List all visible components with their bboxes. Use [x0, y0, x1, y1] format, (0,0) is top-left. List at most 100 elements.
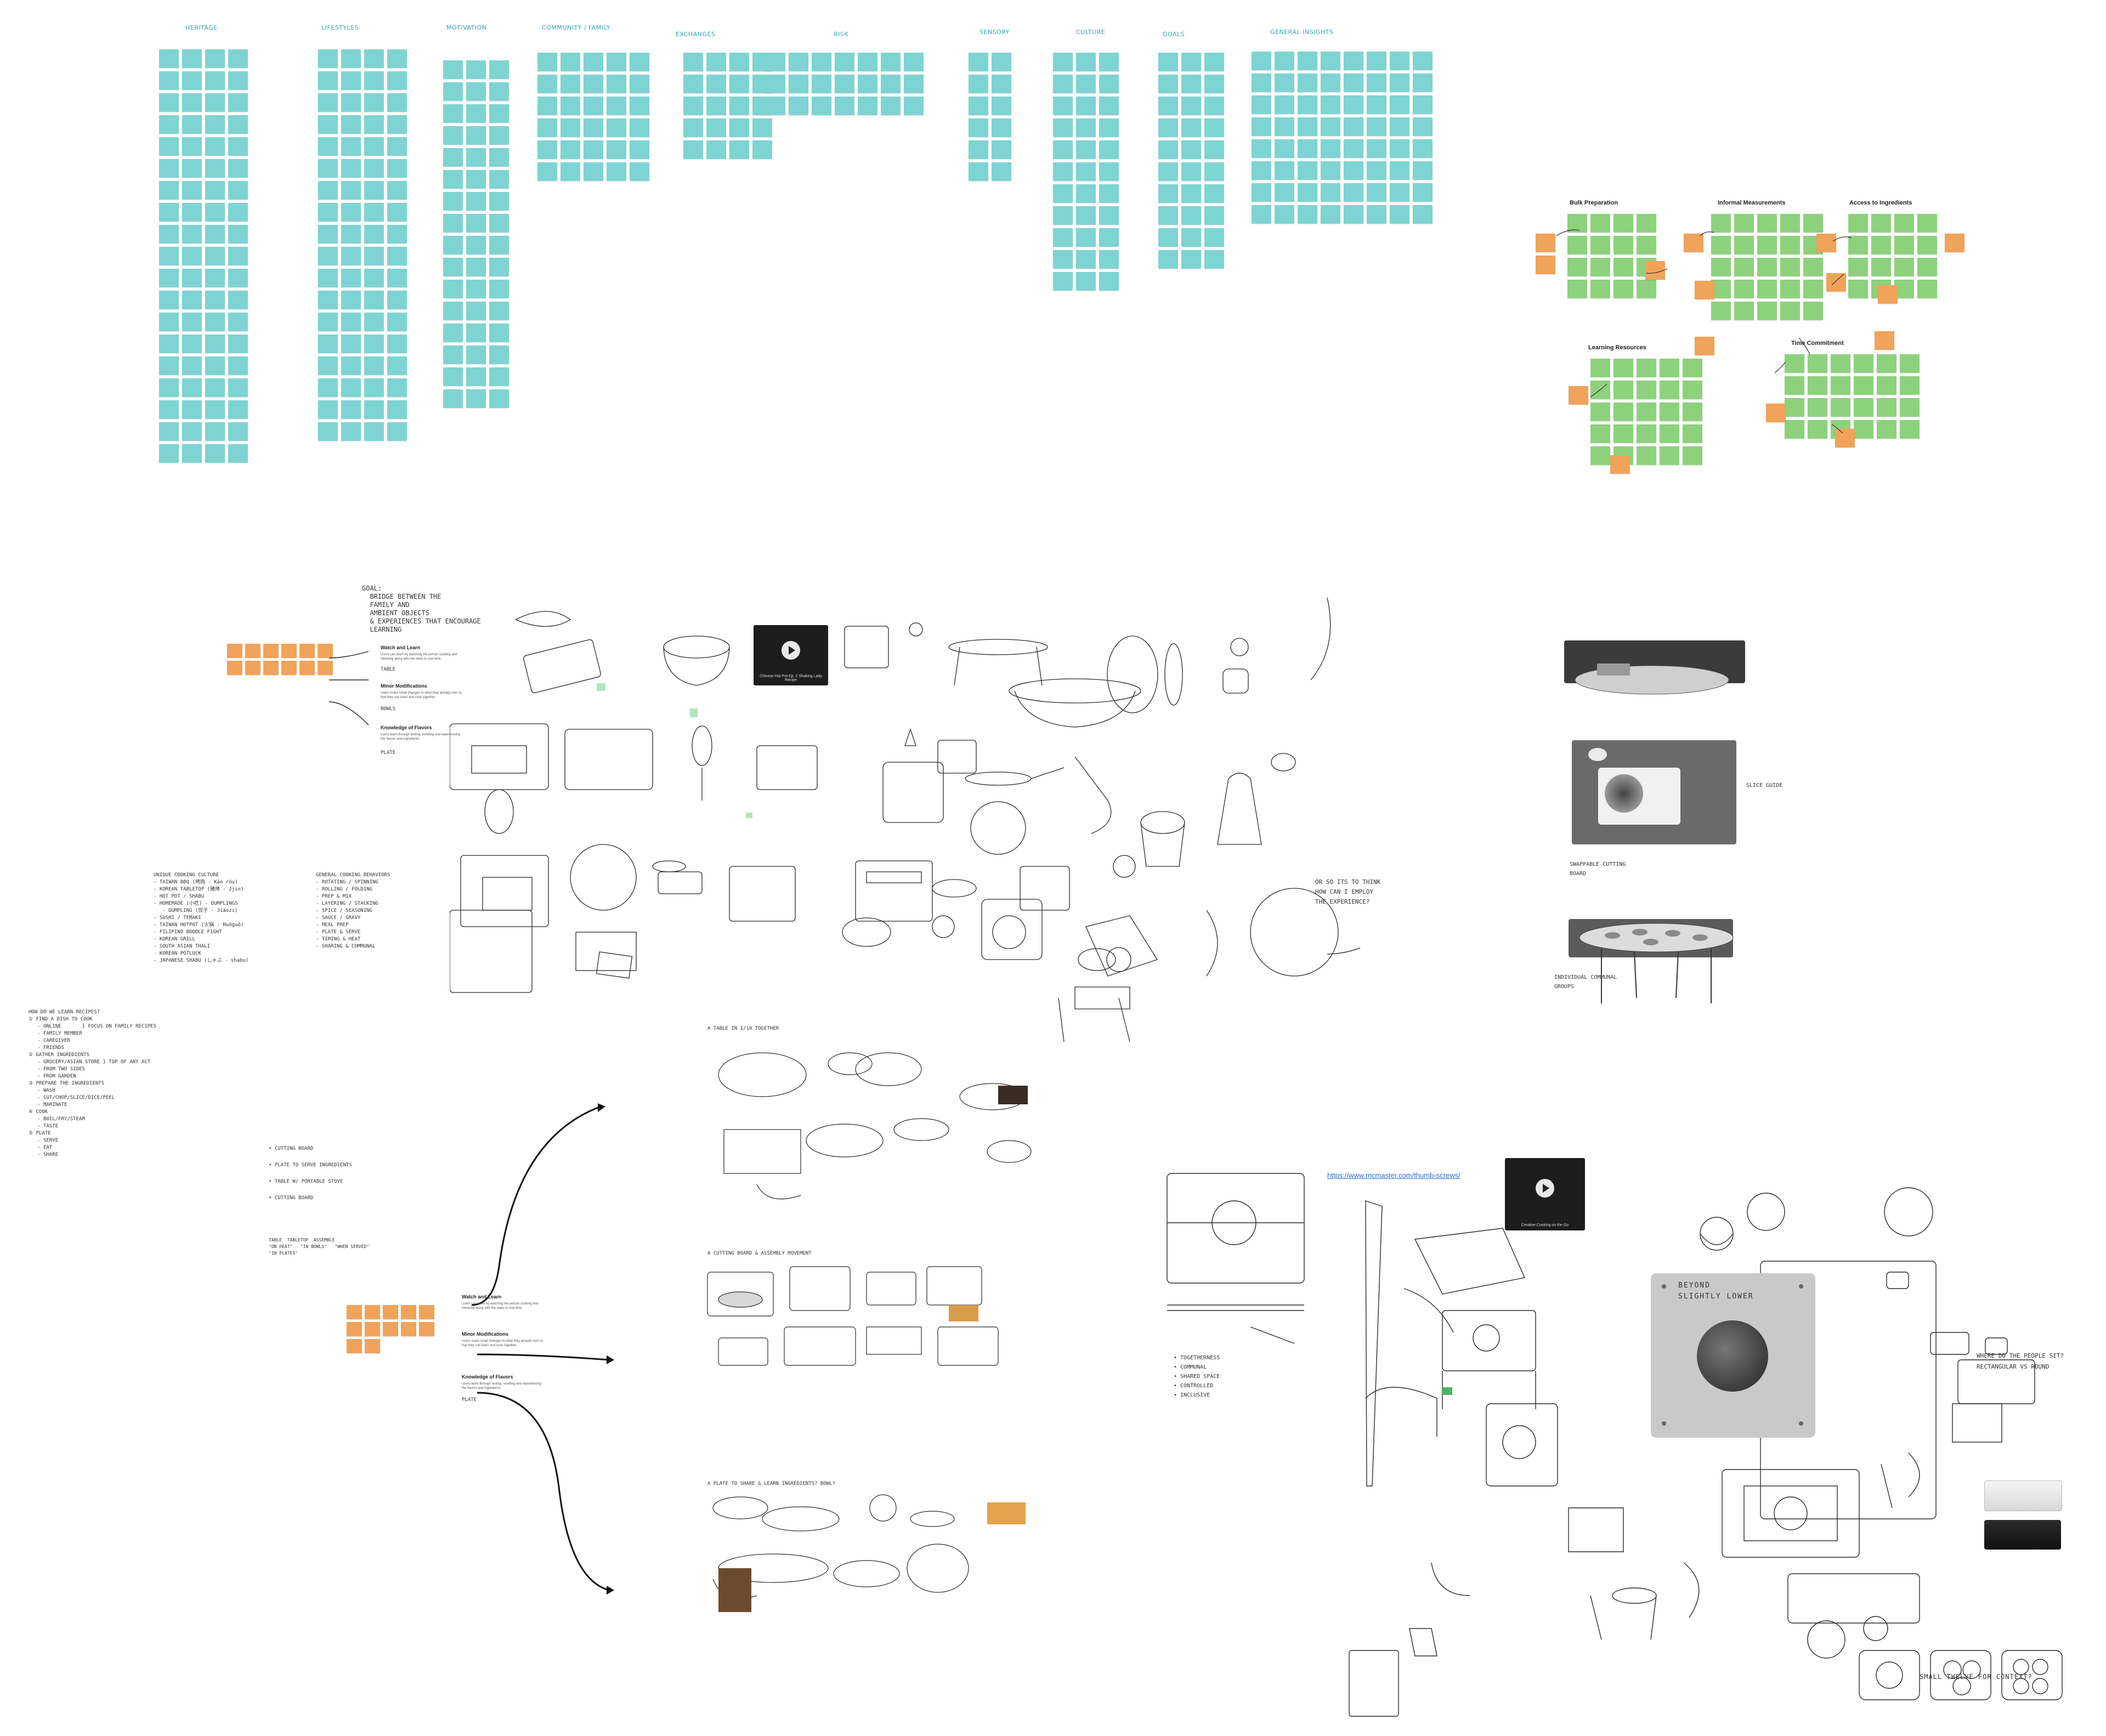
sticky-note[interactable]	[1204, 75, 1224, 93]
sticky-note[interactable]	[1344, 139, 1363, 158]
sticky-note[interactable]	[159, 378, 179, 397]
sticky-note[interactable]	[281, 644, 297, 658]
sticky-note[interactable]	[159, 49, 179, 68]
sticky-note[interactable]	[1803, 280, 1823, 298]
sticky-note[interactable]	[263, 661, 279, 675]
sticky-note[interactable]	[1252, 139, 1271, 158]
sticky-note[interactable]	[1298, 117, 1317, 136]
sticky-note[interactable]	[341, 422, 361, 441]
sticky-note[interactable]	[1413, 95, 1433, 114]
sticky-note[interactable]	[1298, 73, 1317, 92]
sticky-note[interactable]	[1076, 228, 1096, 247]
sticky-note[interactable]	[584, 53, 603, 71]
sticky-note[interactable]	[1275, 52, 1294, 70]
sticky-note[interactable]	[466, 324, 486, 342]
sticky-note[interactable]	[443, 258, 463, 276]
sticky-note[interactable]	[159, 115, 179, 134]
sticky-note[interactable]	[729, 97, 749, 115]
sticky-note[interactable]	[1158, 250, 1178, 269]
sticky-note[interactable]	[1252, 205, 1271, 224]
sticky-note[interactable]	[387, 137, 407, 156]
sticky-note[interactable]	[387, 356, 407, 375]
sticky-note[interactable]	[159, 181, 179, 200]
sticky-note[interactable]	[1053, 228, 1073, 247]
sticky-note[interactable]	[1917, 280, 1937, 298]
sticky-note[interactable]	[1181, 184, 1201, 203]
sticky-note[interactable]	[281, 661, 297, 675]
sticky-note[interactable]	[364, 203, 384, 222]
sticky-note[interactable]	[1413, 183, 1433, 202]
sticky-note[interactable]	[1803, 258, 1823, 276]
sticky-note[interactable]	[1660, 359, 1679, 377]
sticky-note[interactable]	[1252, 183, 1271, 202]
sticky-note[interactable]	[683, 140, 703, 159]
sticky-note[interactable]	[969, 53, 988, 71]
sticky-note[interactable]	[1390, 139, 1409, 158]
sticky-note[interactable]	[584, 118, 603, 137]
sticky-note[interactable]	[1567, 280, 1587, 298]
sticky-note[interactable]	[1894, 236, 1914, 254]
sticky-note[interactable]	[1757, 280, 1777, 298]
sticky-note[interactable]	[387, 181, 407, 200]
sticky-note[interactable]	[299, 644, 315, 658]
sticky-note[interactable]	[341, 400, 361, 419]
sticky-note[interactable]	[729, 118, 749, 137]
sticky-note[interactable]	[466, 367, 486, 386]
sticky-note[interactable]	[1099, 75, 1119, 93]
sticky-note[interactable]	[1900, 376, 1920, 395]
sticky-note[interactable]	[1757, 214, 1777, 232]
sticky-note[interactable]	[1877, 376, 1896, 395]
sticky-note[interactable]	[1275, 183, 1294, 202]
sticky-note[interactable]	[812, 53, 831, 71]
sticky-note[interactable]	[537, 118, 557, 137]
sticky-note[interactable]	[318, 225, 338, 243]
sticky-note[interactable]	[1711, 258, 1731, 276]
sticky-note[interactable]	[466, 148, 486, 167]
sticky-note[interactable]	[904, 75, 924, 93]
sticky-note[interactable]	[387, 247, 407, 265]
sticky-note[interactable]	[228, 291, 248, 309]
sticky-note[interactable]	[182, 93, 202, 112]
sticky-note[interactable]	[1076, 162, 1096, 181]
sticky-note[interactable]	[1808, 398, 1827, 417]
sticky-note[interactable]	[364, 49, 384, 68]
sticky-note[interactable]	[1917, 258, 1937, 276]
sticky-note[interactable]	[881, 53, 901, 71]
sticky-note[interactable]	[561, 53, 580, 71]
sticky-note[interactable]	[1637, 280, 1656, 298]
sticky-note[interactable]	[205, 291, 225, 309]
sticky-note[interactable]	[205, 313, 225, 331]
sticky-note[interactable]	[1181, 53, 1201, 71]
sticky-note[interactable]	[1204, 162, 1224, 181]
sticky-note[interactable]	[1683, 446, 1702, 465]
sticky-note[interactable]	[1367, 139, 1386, 158]
sticky-note[interactable]	[1076, 206, 1096, 225]
sticky-note[interactable]	[1321, 52, 1340, 70]
sticky-note[interactable]	[182, 203, 202, 222]
sticky-note[interactable]	[159, 334, 179, 353]
sticky-note[interactable]	[607, 53, 626, 71]
sticky-note[interactable]	[466, 345, 486, 364]
sticky-note[interactable]	[1252, 95, 1271, 114]
sticky-note[interactable]	[835, 53, 854, 71]
sticky-note[interactable]	[182, 247, 202, 265]
sticky-note[interactable]	[1757, 258, 1777, 276]
sticky-note[interactable]	[607, 118, 626, 137]
sticky-note[interactable]	[1275, 73, 1294, 92]
sticky-note[interactable]	[1076, 75, 1096, 93]
sticky-note[interactable]	[1053, 206, 1073, 225]
sticky-note[interactable]	[419, 1322, 434, 1336]
sticky-note[interactable]	[182, 159, 202, 178]
sticky-note[interactable]	[364, 422, 384, 441]
sticky-note[interactable]	[1900, 354, 1920, 373]
sticky-note[interactable]	[1204, 206, 1224, 225]
sticky-note[interactable]	[1871, 258, 1891, 276]
sticky-note[interactable]	[318, 181, 338, 200]
sticky-note[interactable]	[607, 140, 626, 159]
sticky-note[interactable]	[1053, 140, 1073, 159]
sticky-note[interactable]	[159, 313, 179, 331]
sticky-note[interactable]	[1204, 184, 1224, 203]
sticky-note[interactable]	[387, 334, 407, 353]
sticky-note[interactable]	[318, 422, 338, 441]
sticky-note[interactable]	[1590, 359, 1610, 377]
